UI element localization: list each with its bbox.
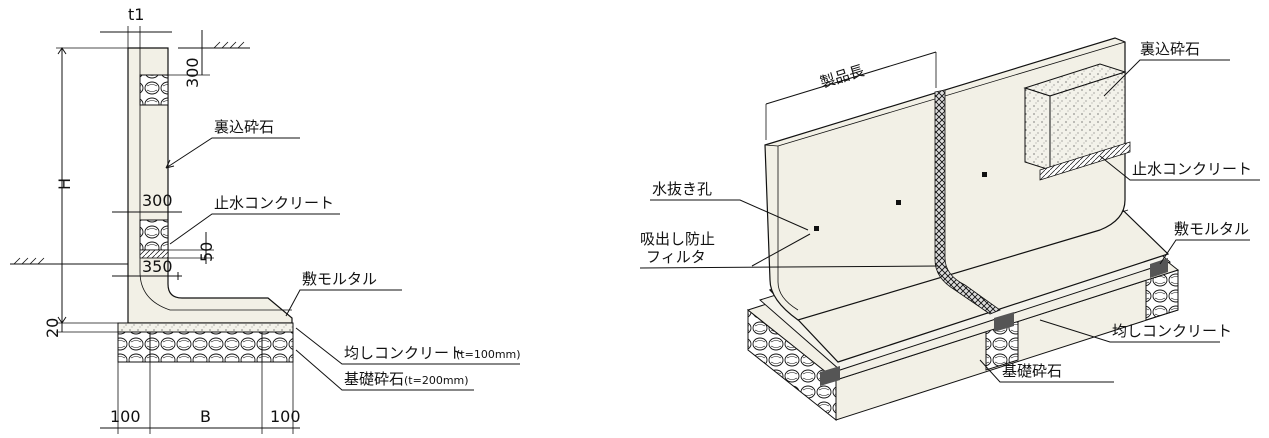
r-drain-hole-3 (982, 172, 987, 177)
l-dim-h20: 20 (43, 318, 62, 338)
r-stop-concrete (1039, 141, 1131, 181)
l-dim-B: B (200, 407, 211, 426)
l-label-mortar: 敷モルタル (302, 270, 377, 288)
l-note-base-gravel: (t=200mm) (404, 374, 469, 387)
l-ground-front (10, 257, 128, 265)
l-dim-t1: t1 (128, 5, 144, 24)
r-label-backfill: 裏込砕石 (1140, 40, 1200, 58)
l-dim-w350: 350 (142, 257, 173, 276)
r-label-filter-1: 吸出し防止 (640, 230, 715, 248)
r-label-product-length: 製品長 (818, 61, 866, 91)
l-dim-b100-right: 100 (270, 407, 301, 426)
l-base-gravel (117, 331, 294, 363)
l-dim-h50: 50 (197, 242, 216, 262)
l-ground-top (178, 41, 250, 49)
r-filter-strip (934, 89, 1001, 315)
l-dim-h300: 300 (183, 57, 202, 88)
l-label-backfill: 裏込砕石 (214, 118, 274, 136)
l-label-level-concrete: 均しコンクリート (344, 344, 464, 362)
right-isometric-view: 製品長 裏込砕石 止水コンクリート 水抜き孔 吸出し防止 フィルタ 敷モルタル … (639, 37, 1260, 422)
l-stop-concrete (139, 249, 169, 259)
r-label-drain-hole: 水抜き孔 (652, 180, 712, 198)
r-drain-hole-2 (896, 200, 901, 205)
r-drain-hole-1 (814, 226, 819, 231)
r-backfill-block-front (1024, 87, 1051, 171)
r-label-stop-concrete: 止水コンクリート (1132, 160, 1252, 178)
r-label-base-gravel: 基礎砕石 (1002, 362, 1062, 380)
l-dim-w300: 300 (142, 191, 173, 210)
r-label-level-concrete: 均しコンクリート (1112, 322, 1232, 340)
left-section-view: H t1 300 300 50 350 20 100 B 100 裏込砕石 (10, 5, 521, 434)
l-dim-H: H (55, 178, 74, 190)
l-label-base-gravel: 基礎砕石 (344, 370, 404, 388)
l-label-stop-concrete: 止水コンクリート (214, 194, 334, 212)
l-note-level-concrete: (t=100mm) (456, 348, 521, 361)
r-label-filter-2: フィルタ (646, 248, 706, 266)
r-label-mortar: 敷モルタル (1174, 220, 1249, 238)
l-backfill-gravel-mid (139, 219, 169, 251)
l-backfill-gravel-top (139, 74, 169, 106)
l-dim-b100-left: 100 (110, 407, 141, 426)
l-level-concrete (117, 322, 294, 333)
